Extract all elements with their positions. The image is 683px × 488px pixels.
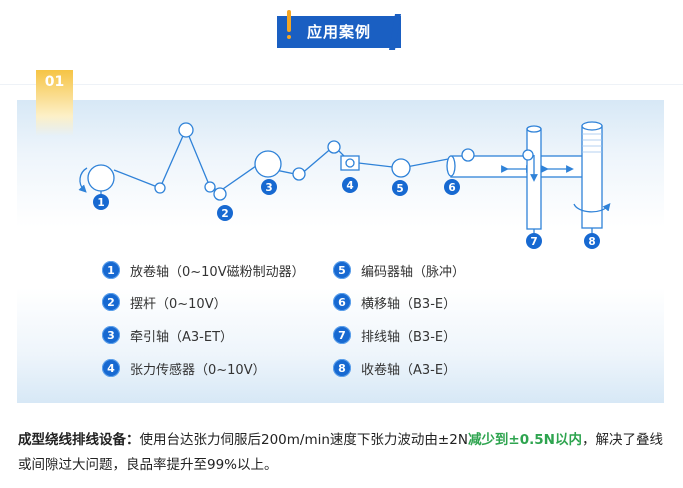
diagram-panel [17,100,664,403]
svg-text:3: 3 [265,182,272,194]
exclamation-dot-icon [287,35,291,39]
svg-text:8: 8 [588,236,595,248]
marker-6: 6 [444,179,460,195]
caption-highlight: 减少到±0.5N以内 [467,432,582,448]
legend-item-5: 5 编码器轴（脉冲） [333,260,465,280]
section-number-tab: 01 [36,70,73,136]
legend-label: 编码器轴（脉冲） [361,264,466,280]
idler-roller [154,182,166,194]
legend-item-1: 1 放卷轴（0~10V磁粉制动器） [102,260,305,280]
legend-item-2: 2 摆杆（0~10V） [102,292,227,312]
caption-text-2: ，解决了叠线或间隙过大问题，良品率提升至99%以上。 [18,432,663,473]
legend-label: 横移轴（B3-E） [361,296,457,312]
svg-text:6: 6 [448,182,455,194]
svg-text:7: 7 [530,236,537,248]
legend-number: 6 [333,293,351,311]
legend-number: 5 [333,261,351,279]
banner-stripes-icon [389,14,401,50]
svg-text:1: 1 [97,197,104,209]
idler-roller-2 [292,167,306,181]
takeup-rotation-arrow [573,202,611,213]
marker-3: 3 [261,179,277,195]
marker-2: 2 [217,205,233,221]
marker-4: 4 [342,177,358,193]
case-description: 成型绕线排线设备：使用台达张力伺服后200m/min速度下张力波动由±2N减少到… [18,428,670,478]
marker-7: 7 [526,233,542,249]
takeup-column [581,125,603,229]
svg-text:2: 2 [221,208,228,220]
legend-label: 排线轴（B3-E） [361,329,457,345]
unwind-roller [87,164,115,192]
caption-text-1: 使用台达张力伺服后200m/min速度下张力波动由±2N [139,432,468,448]
dancer-pivot [204,181,216,193]
legend-item-8: 8 收卷轴（A3-E） [333,358,456,378]
divider-line [0,84,683,85]
traverse-roller [461,148,475,162]
legend-item-4: 4 张力传感器（0~10V） [102,358,266,378]
legend-label: 摆杆（0~10V） [130,296,227,312]
top-roller [178,122,194,138]
marker-8: 8 [584,233,600,249]
legend-number: 4 [102,359,120,377]
legend-number: 3 [102,326,120,344]
legend-label: 放卷轴（0~10V磁粉制动器） [130,264,305,280]
legend-label: 牵引轴（A3-ET） [130,329,234,345]
marker-5: 5 [392,180,408,196]
marker-1: 1 [93,194,109,210]
legend-item-3: 3 牵引轴（A3-ET） [102,325,233,345]
legend-label: 收卷轴（A3-E） [361,362,457,378]
legend-number: 8 [333,359,351,377]
legend-number: 7 [333,326,351,344]
dancer-roller [213,187,227,201]
legend-item-6: 6 横移轴（B3-E） [333,292,456,312]
arrangement-column [526,128,542,230]
section-banner: 应用案例 [277,16,401,48]
legend-number: 1 [102,261,120,279]
top-roller-2 [327,140,341,154]
caption-label: 成型绕线排线设备： [18,432,140,448]
winding-diagram: 1 2 3 4 5 6 7 8 [78,121,611,249]
exclamation-mark-icon [287,10,291,32]
encoder-roller [391,158,411,178]
unwind-rotation-arrow [78,167,88,193]
legend-label: 张力传感器（0~10V） [130,362,266,378]
legend-item-7: 7 排线轴（B3-E） [333,325,456,345]
legend-number: 2 [102,293,120,311]
svg-text:5: 5 [396,183,403,195]
svg-text:4: 4 [346,180,353,192]
traction-roller [254,150,282,178]
